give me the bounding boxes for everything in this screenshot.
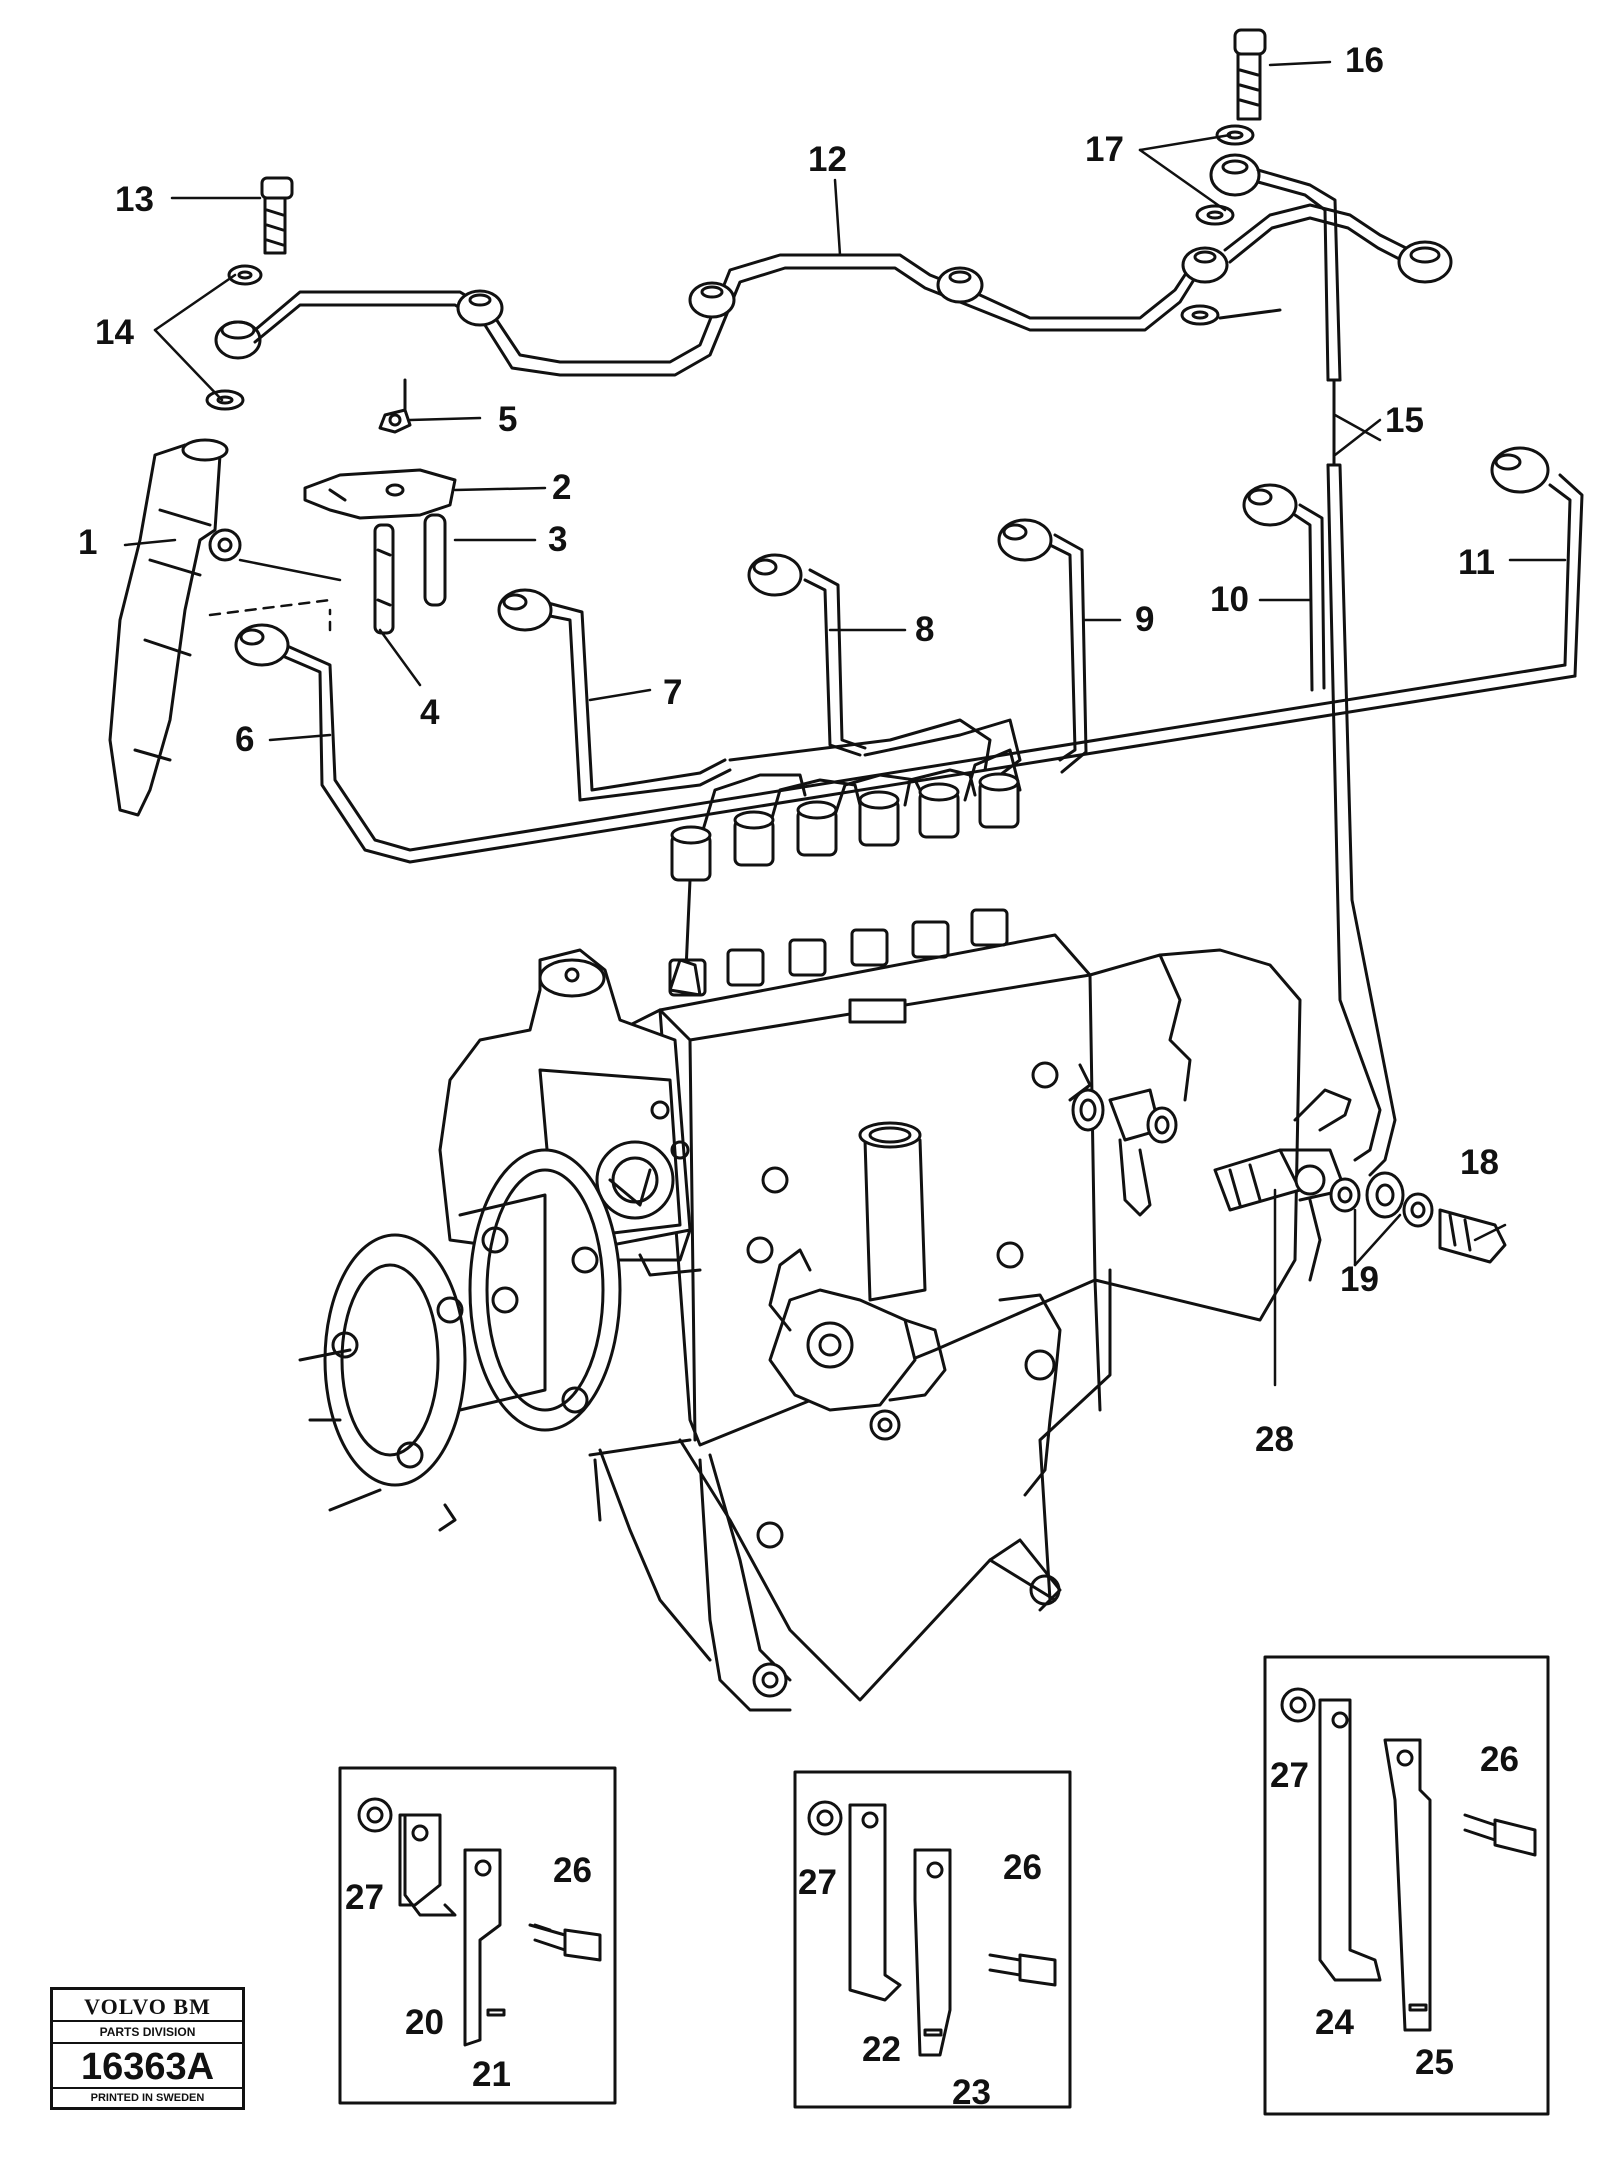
callout-16: 16 bbox=[1345, 41, 1384, 80]
inset-middle-callout-23: 23 bbox=[952, 2073, 991, 2112]
inset-box-left bbox=[338, 1766, 617, 2105]
callout-14: 14 bbox=[95, 313, 134, 352]
callout-8: 8 bbox=[915, 610, 935, 649]
callout-13: 13 bbox=[115, 180, 154, 219]
inset-box-right bbox=[1263, 1655, 1550, 2116]
callout-7: 7 bbox=[663, 673, 683, 712]
callout-10: 10 bbox=[1210, 580, 1249, 619]
pump-banjo-fitting bbox=[1071, 1088, 1507, 1282]
banjo-bolt-left bbox=[205, 176, 294, 411]
inset-right-callout-24: 24 bbox=[1315, 2003, 1354, 2042]
inset-box-middle bbox=[793, 1770, 1072, 2109]
callout-9: 9 bbox=[1135, 600, 1155, 639]
callout-17: 17 bbox=[1085, 130, 1124, 169]
callout-2: 2 bbox=[552, 468, 572, 507]
inset-right-callout-27: 27 bbox=[1270, 1756, 1309, 1795]
inset-middle-callout-27: 27 bbox=[798, 1863, 837, 1902]
injection-pump bbox=[438, 908, 1302, 1712]
inset-middle-callout-22: 22 bbox=[862, 2030, 901, 2069]
callout-18: 18 bbox=[1460, 1143, 1499, 1182]
inset-right-callout-26: 26 bbox=[1480, 1740, 1519, 1779]
callout-28: 28 bbox=[1255, 1420, 1294, 1459]
callout-4: 4 bbox=[420, 693, 440, 732]
clamp-assembly bbox=[303, 378, 457, 635]
drive-coupling bbox=[298, 1148, 622, 1532]
callout-11: 11 bbox=[1458, 543, 1495, 582]
leak-off-pipe bbox=[253, 203, 1453, 377]
callout-1: 1 bbox=[78, 523, 98, 562]
inset-left-callout-27: 27 bbox=[345, 1878, 384, 1917]
badge-division: PARTS DIVISION bbox=[53, 2020, 242, 2044]
inset-middle-callout-26: 26 bbox=[1003, 1848, 1042, 1887]
callout-leaders bbox=[123, 60, 1567, 1387]
parts-division-badge: VOLVO BM PARTS DIVISION 16363A PRINTED I… bbox=[50, 1987, 245, 2110]
callout-15: 15 bbox=[1385, 401, 1424, 440]
callout-3: 3 bbox=[548, 520, 568, 559]
badge-printed: PRINTED IN SWEDEN bbox=[53, 2087, 242, 2107]
inset-left-callout-26: 26 bbox=[553, 1851, 592, 1890]
inset-left-callout-21: 21 bbox=[472, 2055, 511, 2094]
callout-19: 19 bbox=[1340, 1260, 1379, 1299]
inset-left-callout-20: 20 bbox=[405, 2003, 444, 2042]
inset-right-callout-25: 25 bbox=[1415, 2043, 1454, 2082]
badge-number: 16363A bbox=[80, 2046, 215, 2088]
callout-12: 12 bbox=[808, 140, 847, 179]
callout-5: 5 bbox=[498, 400, 518, 439]
badge-brand: VOLVO BM bbox=[84, 1994, 211, 2019]
injector-part-1 bbox=[108, 438, 242, 817]
callout-6: 6 bbox=[235, 720, 255, 759]
delivery-pipes bbox=[234, 446, 1584, 972]
